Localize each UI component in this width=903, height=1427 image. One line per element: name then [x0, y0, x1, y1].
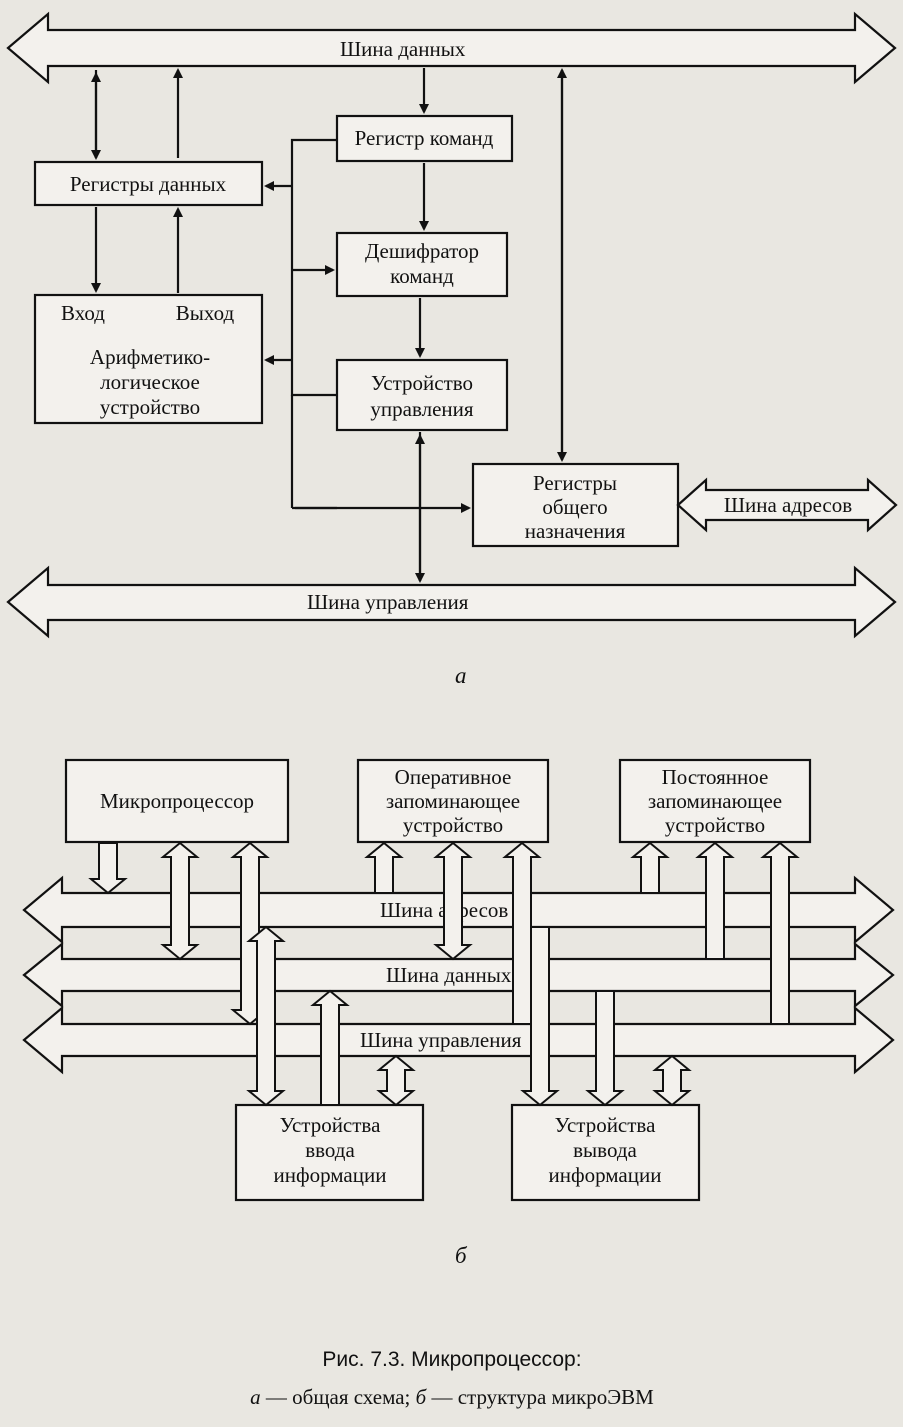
control-unit-line1: Устройство [371, 371, 473, 395]
arrow-mp-to-address-bus [88, 842, 128, 895]
caption-legend: а — общая схема; б — структура микроЭВМ [250, 1385, 654, 1409]
arrow-data-bus-to-rom [695, 841, 735, 960]
alu-line1: Арифметико- [90, 345, 210, 369]
arrow-output-control-bus [652, 1054, 692, 1107]
instruction-register-label: Регистр команд [355, 126, 494, 150]
instruction-decoder-box [335, 231, 509, 298]
gpr-box [471, 462, 680, 548]
gpr-line1: Регистры [533, 471, 617, 495]
control-bus-a-label: Шина управления [307, 590, 469, 614]
alu-output-label: Выход [176, 301, 235, 325]
arrow-input-to-data-bus [310, 989, 350, 1106]
data-registers-label: Регистры данных [70, 172, 227, 196]
arrow-data-bus-to-output [585, 990, 625, 1107]
arrow-address-bus-to-rom [630, 841, 670, 894]
control-unit-line2: управления [370, 397, 473, 421]
arrow-input-address-bus [246, 925, 286, 1107]
alu-line2: логическое [100, 370, 200, 394]
address-bus-right-label: Шина адресов [724, 493, 852, 517]
diagram-a: Шина данных Регистр команд Регистры данн… [6, 11, 898, 688]
rom-line1: Постоянное [662, 765, 769, 789]
arrow-mp-data-bus [160, 841, 200, 961]
block-arrows [88, 841, 800, 1107]
caption-title: Рис. 7.3. Микропроцессор: [322, 1348, 581, 1371]
arrow-control-bus-to-rom [760, 841, 800, 1025]
gpr-line2: общего [542, 495, 607, 519]
data-bus-b-label: Шина данных [386, 963, 512, 987]
alu-input-label: Вход [61, 301, 105, 325]
microprocessor-label: Микропроцессор [100, 789, 254, 813]
rom-line3: устройство [665, 813, 765, 837]
caption-legend-a: а [250, 1385, 261, 1409]
data-bus-top [6, 11, 897, 85]
output-devices-line1: Устройства [555, 1113, 656, 1137]
output-devices-line2: вывода [573, 1138, 637, 1162]
control-bus-b [22, 1005, 895, 1075]
arrow-address-bus-to-ram [364, 841, 404, 894]
alu-box [33, 293, 264, 425]
arrow-ram-data-bus [433, 841, 473, 961]
caption-legend-b: б [416, 1385, 428, 1409]
input-devices-line3: информации [274, 1163, 387, 1187]
control-bus-b-label: Шина управления [360, 1028, 522, 1052]
input-devices-line2: ввода [305, 1138, 355, 1162]
gpr-line3: назначения [525, 519, 626, 543]
caption-legend-b-text: — структура микроЭВМ [426, 1385, 654, 1409]
arrow-input-control-bus [376, 1054, 416, 1107]
diagram-b: Микропроцессор Оперативное запоминающее … [22, 758, 895, 1268]
ram-box [356, 758, 550, 844]
alu-line3: устройство [100, 395, 200, 419]
control-line-left [290, 138, 337, 397]
input-devices-line1: Устройства [280, 1113, 381, 1137]
ram-line3: устройство [403, 813, 503, 837]
output-devices-box [510, 1103, 701, 1202]
figure-caption: Рис. 7.3. Микропроцессор: а — общая схем… [250, 1348, 654, 1409]
rom-line2: запоминающее [648, 789, 782, 813]
arrow-address-bus-to-output [520, 926, 560, 1107]
ram-line2: запоминающее [386, 789, 520, 813]
control-unit-box [335, 358, 509, 432]
diagram-a-label: а [455, 663, 467, 688]
data-registers-box [33, 160, 264, 207]
diagram-b-label: б [455, 1243, 468, 1268]
address-bus-right [676, 477, 898, 533]
output-devices-line3: информации [549, 1163, 662, 1187]
control-bus-a [6, 565, 897, 639]
ram-line1: Оперативное [395, 765, 512, 789]
microprocessor-box [64, 758, 290, 844]
instruction-register-box [335, 114, 514, 163]
caption-legend-a-text: — общая схема; [261, 1385, 416, 1409]
input-devices-box [234, 1103, 425, 1202]
data-bus-top-label: Шина данных [340, 37, 466, 61]
instruction-decoder-line1: Дешифратор [365, 239, 479, 263]
instruction-decoder-line2: команд [390, 264, 454, 288]
